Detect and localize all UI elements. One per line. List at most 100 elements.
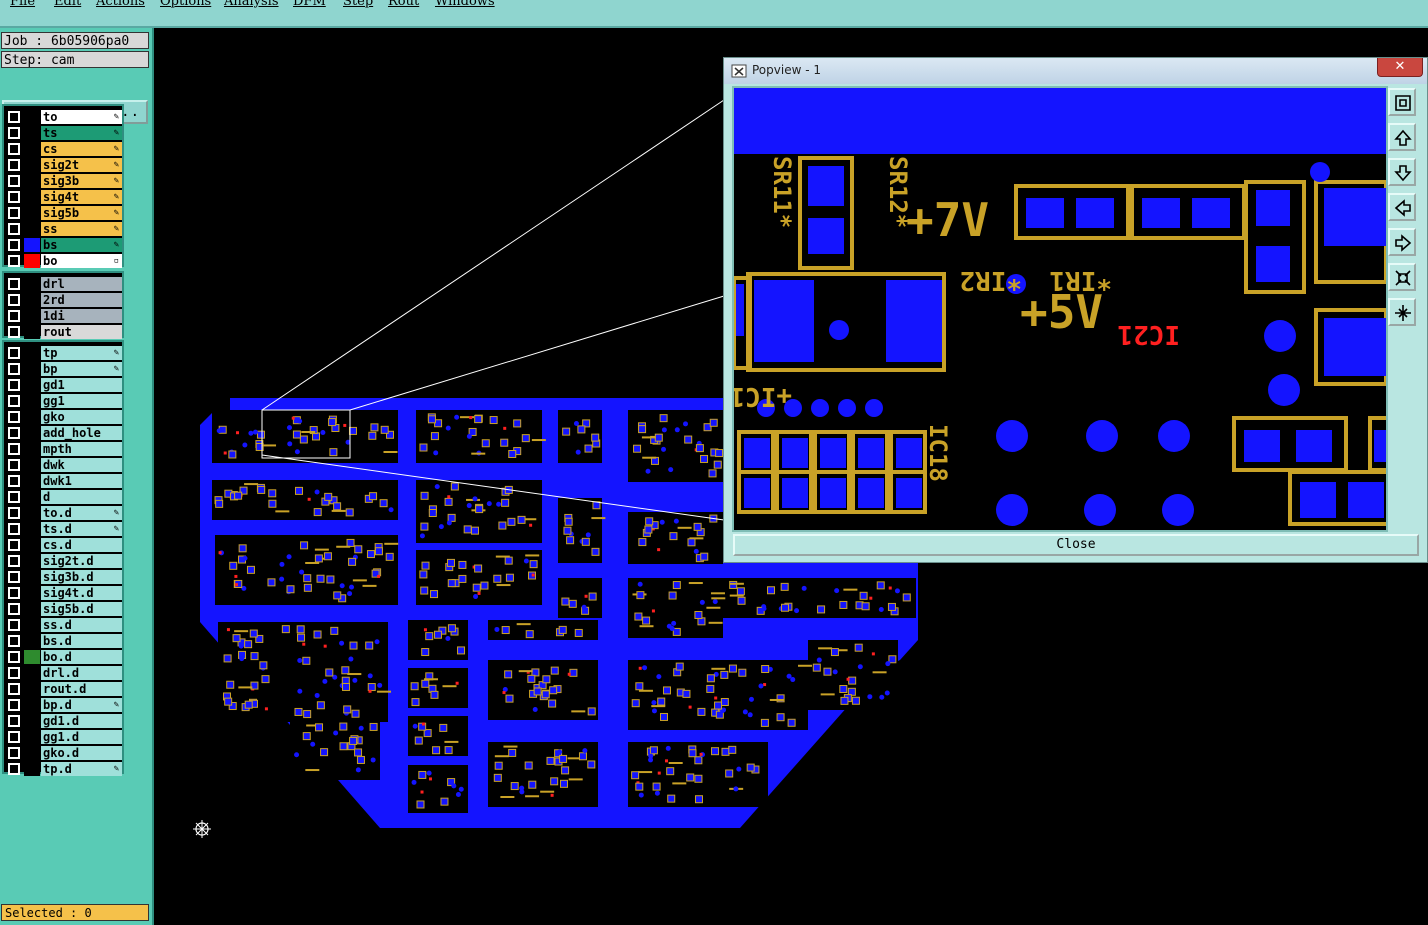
layer-name[interactable]: 1di — [41, 309, 122, 323]
layer-visibility-checkbox[interactable] — [8, 491, 20, 503]
layer-name[interactable]: rout — [41, 325, 122, 339]
layer-name[interactable]: add_hole — [41, 426, 122, 440]
layer-name[interactable]: sig2t.d — [41, 554, 122, 568]
layer-row-ts[interactable]: ts✎ — [6, 126, 122, 140]
layer-row-to-d[interactable]: to.d✎ — [6, 506, 122, 520]
layer-name[interactable]: gd1.d — [41, 714, 122, 728]
layer-name[interactable]: sig3b.d — [41, 570, 122, 584]
layer-row-sig5b[interactable]: sig5b✎ — [6, 206, 122, 220]
layer-visibility-checkbox[interactable] — [8, 143, 20, 155]
layer-row-add-hole[interactable]: add_hole — [6, 426, 122, 440]
layer-row-sig4t-d[interactable]: sig4t.d — [6, 586, 122, 600]
layer-visibility-checkbox[interactable] — [8, 523, 20, 535]
layer-row-ts-d[interactable]: ts.d✎ — [6, 522, 122, 536]
layer-name[interactable]: dwk1 — [41, 474, 122, 488]
layer-color-swatch[interactable] — [24, 538, 40, 552]
layer-visibility-checkbox[interactable] — [8, 363, 20, 375]
layer-row-to[interactable]: to✎ — [6, 110, 122, 124]
layer-name[interactable]: ss.d — [41, 618, 122, 632]
layer-color-swatch[interactable] — [24, 698, 40, 712]
layer-row-tp[interactable]: tp✎ — [6, 346, 122, 360]
layer-color-swatch[interactable] — [24, 378, 40, 392]
layer-visibility-checkbox[interactable] — [8, 619, 20, 631]
layer-name[interactable]: to✎ — [41, 110, 122, 124]
layer-row-sig2t[interactable]: sig2t✎ — [6, 158, 122, 172]
layer-visibility-checkbox[interactable] — [8, 326, 20, 338]
layer-visibility-checkbox[interactable] — [8, 731, 20, 743]
pan-up-icon[interactable] — [1388, 123, 1416, 151]
layer-row-cs[interactable]: cs✎ — [6, 142, 122, 156]
layer-name[interactable]: dwk — [41, 458, 122, 472]
layer-color-swatch[interactable] — [24, 570, 40, 584]
layer-visibility-checkbox[interactable] — [8, 395, 20, 407]
layer-visibility-checkbox[interactable] — [8, 715, 20, 727]
layer-name[interactable]: cs✎ — [41, 142, 122, 156]
layer-row-rout-d[interactable]: rout.d — [6, 682, 122, 696]
layer-row-bs[interactable]: bs✎ — [6, 238, 122, 252]
layer-visibility-checkbox[interactable] — [8, 763, 20, 775]
popview-titlebar[interactable]: Popview - 1 ✕ — [724, 58, 1427, 84]
layer-color-swatch[interactable] — [24, 426, 40, 440]
layer-row-gg1[interactable]: gg1 — [6, 394, 122, 408]
layer-color-swatch[interactable] — [24, 506, 40, 520]
layer-color-swatch[interactable] — [24, 309, 40, 323]
layer-name[interactable]: cs.d — [41, 538, 122, 552]
layer-name[interactable]: gko.d — [41, 746, 122, 760]
layer-row-bp[interactable]: bp✎ — [6, 362, 122, 376]
layer-name[interactable]: bo.d — [41, 650, 122, 664]
layer-row-1di[interactable]: 1di — [6, 309, 122, 323]
layer-visibility-checkbox[interactable] — [8, 539, 20, 551]
layer-row-drl-d[interactable]: drl.d — [6, 666, 122, 680]
layer-color-swatch[interactable] — [24, 394, 40, 408]
layer-color-swatch[interactable] — [24, 142, 40, 156]
layer-visibility-checkbox[interactable] — [8, 747, 20, 759]
layer-name[interactable]: mpth — [41, 442, 122, 456]
layer-row-gd1-d[interactable]: gd1.d — [6, 714, 122, 728]
layer-color-swatch[interactable] — [24, 762, 40, 776]
layer-name[interactable]: gko — [41, 410, 122, 424]
layer-row-gko[interactable]: gko — [6, 410, 122, 424]
zoom-out-icon[interactable] — [1388, 263, 1416, 291]
layer-row-mpth[interactable]: mpth — [6, 442, 122, 456]
layer-color-swatch[interactable] — [24, 293, 40, 307]
zoom-fit-icon[interactable] — [1388, 88, 1416, 116]
menu-dfm[interactable]: DFM — [293, 0, 326, 9]
layer-color-swatch[interactable] — [24, 190, 40, 204]
layer-color-swatch[interactable] — [24, 474, 40, 488]
layer-name[interactable]: ts.d✎ — [41, 522, 122, 536]
layer-visibility-checkbox[interactable] — [8, 159, 20, 171]
layer-name[interactable]: sig4t.d — [41, 586, 122, 600]
layer-row-bo-d[interactable]: bo.d — [6, 650, 122, 664]
layer-visibility-checkbox[interactable] — [8, 310, 20, 322]
layer-row-ss-d[interactable]: ss.d — [6, 618, 122, 632]
layer-color-swatch[interactable] — [24, 650, 40, 664]
layer-color-swatch[interactable] — [24, 362, 40, 376]
layer-visibility-checkbox[interactable] — [8, 411, 20, 423]
layer-color-swatch[interactable] — [24, 458, 40, 472]
menu-edit[interactable]: Edit — [54, 0, 82, 9]
layer-color-swatch[interactable] — [24, 602, 40, 616]
layer-name[interactable]: sig5b✎ — [41, 206, 122, 220]
layer-visibility-checkbox[interactable] — [8, 555, 20, 567]
layer-visibility-checkbox[interactable] — [8, 175, 20, 187]
layer-name[interactable]: gg1.d — [41, 730, 122, 744]
layer-name[interactable]: tp✎ — [41, 346, 122, 360]
layer-row-rout[interactable]: rout — [6, 325, 122, 339]
menu-analysis[interactable]: Analysis — [224, 0, 279, 9]
layer-row-tp-d[interactable]: tp.d✎ — [6, 762, 122, 776]
layer-row-bp-d[interactable]: bp.d✎ — [6, 698, 122, 712]
menu-file[interactable]: File — [10, 0, 36, 9]
layer-name[interactable]: 2rd — [41, 293, 122, 307]
layer-visibility-checkbox[interactable] — [8, 587, 20, 599]
layer-color-swatch[interactable] — [24, 174, 40, 188]
layer-row-drl[interactable]: drl — [6, 277, 122, 291]
layer-name[interactable]: gd1 — [41, 378, 122, 392]
layer-row-ss[interactable]: ss✎ — [6, 222, 122, 236]
layer-name[interactable]: sig4t✎ — [41, 190, 122, 204]
layer-color-swatch[interactable] — [24, 746, 40, 760]
layer-visibility-checkbox[interactable] — [8, 667, 20, 679]
layer-row-gd1[interactable]: gd1 — [6, 378, 122, 392]
layer-name[interactable]: bo▫ — [41, 254, 122, 268]
layer-color-swatch[interactable] — [24, 410, 40, 424]
